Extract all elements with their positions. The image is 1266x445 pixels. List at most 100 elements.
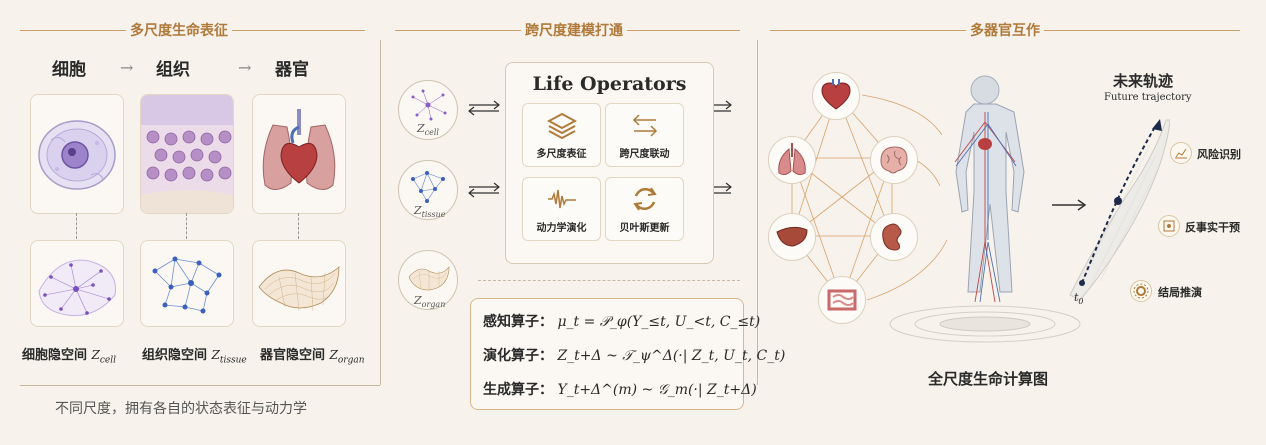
tissue-latent-card xyxy=(140,240,234,327)
z-cell-label: Zcell xyxy=(417,122,439,137)
operator-label: 跨尺度联动 xyxy=(619,149,670,160)
operator-tile-bayes: 贝叶斯更新 xyxy=(605,177,684,241)
z-tissue-label: Ztissue xyxy=(414,204,446,219)
lungs-icon xyxy=(768,136,816,184)
organ-latent-card xyxy=(252,240,346,327)
double-arrow-icon xyxy=(467,100,501,120)
evolution-formula: 演化算子： Z_t+Δ ~ 𝒯_ψ^Δ(·| Z_t, U_t, C_t) xyxy=(483,345,785,365)
organ-manifold-icon xyxy=(408,266,450,291)
human-body-icon xyxy=(889,75,1081,343)
kidney-icon xyxy=(870,213,918,261)
operator-tile-crossscale: 跨尺度联动 xyxy=(605,103,684,167)
organ-latent-manifold-icon xyxy=(258,266,340,312)
arrow-icon: → xyxy=(238,58,252,77)
formula-name: 生成算子： xyxy=(483,382,553,398)
chart-icon xyxy=(1170,142,1192,164)
tissue-illustration-icon xyxy=(141,95,233,213)
t0-symbol: t xyxy=(1074,291,1079,304)
z-symbol: Z xyxy=(414,294,422,307)
latent-symbol: Z xyxy=(91,348,100,362)
latent-label-text: 组织隐空间 xyxy=(142,348,208,363)
organ-image xyxy=(252,94,346,214)
cell-image xyxy=(30,94,124,214)
section-header-middle: 跨尺度建模打通 xyxy=(395,20,740,40)
double-arrow-icon xyxy=(467,182,501,202)
section-title-left: 多尺度生命表征 xyxy=(126,20,232,40)
latent-subscript: organ xyxy=(337,355,365,366)
operator-label: 动力学演化 xyxy=(536,223,587,234)
bottom-note: 不同尺度，拥有各自的状态表征与动力学 xyxy=(55,401,307,417)
z-cell-bubble xyxy=(398,80,458,140)
life-operators-title: Life Operators xyxy=(532,73,687,95)
cell-latent-network-icon xyxy=(38,259,116,317)
latent-subscript: cell xyxy=(99,355,117,366)
operator-label: 贝叶斯更新 xyxy=(619,223,670,234)
dashed-connector xyxy=(298,213,299,239)
operator-formulas: 感知算子： μ_t = 𝒫_φ(Y_≤t, U_<t, C_≤t) 演化算子： … xyxy=(470,298,785,410)
operator-tile-dynamics: 动力学演化 xyxy=(522,177,601,241)
formula-expr: Z_t+Δ ~ 𝒯_ψ^Δ(·| Z_t, U_t, C_t) xyxy=(557,348,786,364)
arrow-icon: → xyxy=(120,58,134,77)
outcome-risk: 风险识别 xyxy=(1197,148,1241,161)
tissue-latent-network-icon xyxy=(152,256,222,314)
formula-expr: μ_t = 𝒫_φ(Y_≤t, U_<t, C_≤t) xyxy=(557,314,761,330)
z-subscript: organ xyxy=(421,300,446,310)
arrow-right-icon xyxy=(1052,199,1087,211)
trajectory-title: 未来轨迹 xyxy=(1113,72,1174,90)
operator-tile-multiscale: 多尺度表征 xyxy=(522,103,601,167)
z-subscript: tissue xyxy=(421,210,446,220)
scale-title-cell: 细胞 xyxy=(52,60,86,80)
latent-symbol: Z xyxy=(211,348,220,362)
column-divider xyxy=(380,40,381,385)
t0-subscript: 0 xyxy=(1078,297,1084,307)
trajectory-subtitle: Future trajectory xyxy=(1104,92,1192,103)
dashed-separator xyxy=(478,280,740,281)
z-tissue-bubble xyxy=(398,160,458,220)
latent-label-text: 器官隐空间 xyxy=(260,348,326,363)
latent-label-cell: 细胞隐空间 Zcell xyxy=(22,344,116,366)
intestine-icon xyxy=(818,276,866,324)
section-title-right: 多器官互作 xyxy=(966,20,1044,40)
life-operators-panel: Life Operators 多尺度表征 跨尺度联动 动力学演化 贝叶斯更新 xyxy=(505,62,714,264)
dashed-connector xyxy=(186,213,187,239)
t0-label: t0 xyxy=(1074,291,1084,306)
section-header-right: 多器官互作 xyxy=(770,20,1240,40)
waveform-icon xyxy=(548,189,576,209)
heart-icon xyxy=(812,72,860,120)
operator-label: 多尺度表征 xyxy=(536,149,587,160)
brain-icon xyxy=(870,136,918,184)
trajectory-plot-icon xyxy=(1069,119,1170,301)
body-caption: 全尺度生命计算图 xyxy=(928,370,1049,388)
outcome-inference: 结局推演 xyxy=(1158,286,1202,299)
cell-network-icon xyxy=(411,89,447,121)
tissue-image xyxy=(140,94,234,214)
formula-name: 演化算子： xyxy=(483,348,553,364)
section-header-left: 多尺度生命表征 xyxy=(20,20,365,40)
refresh-cycle-icon xyxy=(633,187,657,211)
dashed-connector xyxy=(76,213,77,239)
liver-icon xyxy=(768,213,816,261)
z-organ-label: Zorgan xyxy=(414,294,445,309)
formula-name: 感知算子： xyxy=(483,314,553,330)
heart-lungs-illustration-icon xyxy=(262,109,336,190)
cell-latent-card xyxy=(30,240,124,327)
outcome-counterfactual: 反事实干预 xyxy=(1185,221,1240,234)
latent-label-tissue: 组织隐空间 Ztissue xyxy=(142,344,247,366)
formula-expr: Y_t+Δ^(m) ~ 𝒢_m(·| Z_t+Δ) xyxy=(557,382,757,398)
scale-title-organ: 器官 xyxy=(275,60,309,80)
generation-formula: 生成算子： Y_t+Δ^(m) ~ 𝒢_m(·| Z_t+Δ) xyxy=(483,379,757,399)
layers-icon xyxy=(547,112,577,140)
tissue-network-icon xyxy=(411,171,445,203)
z-symbol: Z xyxy=(414,204,422,217)
perception-formula: 感知算子： μ_t = 𝒫_φ(Y_≤t, U_<t, C_≤t) xyxy=(483,311,760,331)
latent-symbol: Z xyxy=(329,348,338,362)
z-symbol: Z xyxy=(417,122,425,135)
exchange-arrows-icon xyxy=(632,114,658,137)
bottom-rule xyxy=(20,385,380,386)
z-subscript: cell xyxy=(424,128,439,138)
intervention-icon xyxy=(1158,215,1180,237)
column-divider xyxy=(757,40,758,385)
section-title-middle: 跨尺度建模打通 xyxy=(521,20,627,40)
latent-label-organ: 器官隐空间 Zorgan xyxy=(260,344,365,366)
latent-subscript: tissue xyxy=(219,355,247,366)
